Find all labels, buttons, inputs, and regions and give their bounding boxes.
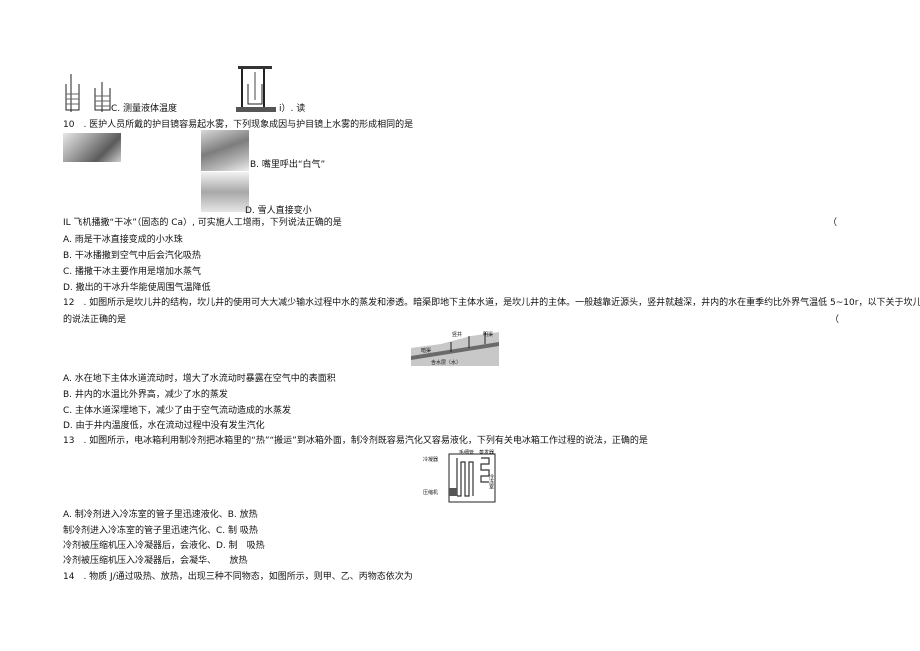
q10-option-b: B. 嘴里呼出“白气” <box>250 160 326 170</box>
q10-photo-d <box>201 172 249 212</box>
fridge-label-compressor: 压缩机 <box>423 489 438 496</box>
karez-label-vertical-shaft: 竖井 <box>452 331 462 338</box>
q13-option-line1: A. 制冷剂进入冷冻室的管子里迅速液化、B. 放热 <box>63 510 258 520</box>
q10-option-d: D. 雪人直接变小 <box>245 206 312 216</box>
q11-option-c: C. 播撒干冰主要作用是增加水蒸气 <box>63 267 202 277</box>
refrigerator-figure: 毛细管 冷凝器 蒸发器 冷冻室 压缩机 <box>423 449 496 503</box>
q12-option-b: B. 井内的水温比外界高，减少了水的蒸发 <box>63 390 228 400</box>
q14-stem: 14 . 物质 J/通过吸热、放热，出现三种不同物态，如图所示，则甲、乙、丙物态… <box>63 572 413 582</box>
q9-beaker-figure-a <box>65 74 111 112</box>
q12-bracket: （ <box>830 315 840 325</box>
q12-stem-line1: 12 . 如图所示是坎儿井的结构，坎儿井的使用可大大减少输水过程中水的蒸发和渗透… <box>63 298 920 308</box>
q10-photo-a <box>63 133 121 162</box>
q11-option-d: D. 撒出的干冰升华能使周围气温降低 <box>63 283 211 293</box>
q13-option-line4: 冷剂被压缩机压入冷凝器后，会凝华、 放热 <box>63 556 248 566</box>
q11-stem: IL 飞机播撒“干冰”（固态的 Ca）, 可实施人工增雨，下列说法正确的是 <box>63 218 342 228</box>
fridge-label-evaporator: 蒸发器 <box>479 449 494 456</box>
q9-option-d: i）. 读 <box>279 104 306 114</box>
karez-figure: 竖井 明渠 含水层（水） 暗渠 <box>411 328 499 366</box>
q12-stem-line2: 的说法正确的是 <box>63 315 127 325</box>
q13-stem: 13 . 如图所示，电冰箱利用制冷剂把冰箱里的“热”“搬运”到冰箱外面，制冷剂既… <box>63 436 648 446</box>
q9-option-c: C. 测量液体温度 <box>111 104 178 114</box>
q13-option-line2: 制冷剂进入冷冻室的管子里迅速汽化、C. 制 吸热 <box>63 526 258 536</box>
q11-bracket: （ <box>828 218 838 228</box>
fridge-label-condenser: 冷凝器 <box>423 456 438 463</box>
q10-photo-b <box>201 130 249 171</box>
fridge-label-freezer: 冷冻室 <box>488 473 494 489</box>
karez-label-aquifer: 含水层（水） <box>431 359 461 366</box>
q11-option-a: A. 雨是干冰直接变成的小水珠 <box>63 235 183 245</box>
fridge-label-capillary-tube: 毛细管 <box>459 449 474 456</box>
q9-thermometer-stand-figure <box>236 66 276 112</box>
q12-option-c: C. 主体水道深埋地下，减少了由于空气流动造成的水蒸发 <box>63 406 292 416</box>
karez-label-open-channel: 明渠 <box>483 331 493 338</box>
q11-option-b: B. 干冰播撒到空气中后会汽化吸热 <box>63 251 201 261</box>
q12-option-a: A. 水在地下主体水道流动时，增大了水流动时暴露在空气中的表面积 <box>63 374 336 384</box>
karez-label-underground-channel: 暗渠 <box>421 347 431 354</box>
q12-option-d: D. 由于井内温度低，水在流动过程中没有发生汽化 <box>63 421 265 431</box>
q13-option-line3: 冷剂被压缩机压入冷凝器后，会液化、D. 制 吸热 <box>63 541 265 551</box>
q10-stem: 10 . 医护人员所戴的护目镜容易起水雾，下列现象成因与护目镜上水雾的形成相同的… <box>63 120 414 130</box>
